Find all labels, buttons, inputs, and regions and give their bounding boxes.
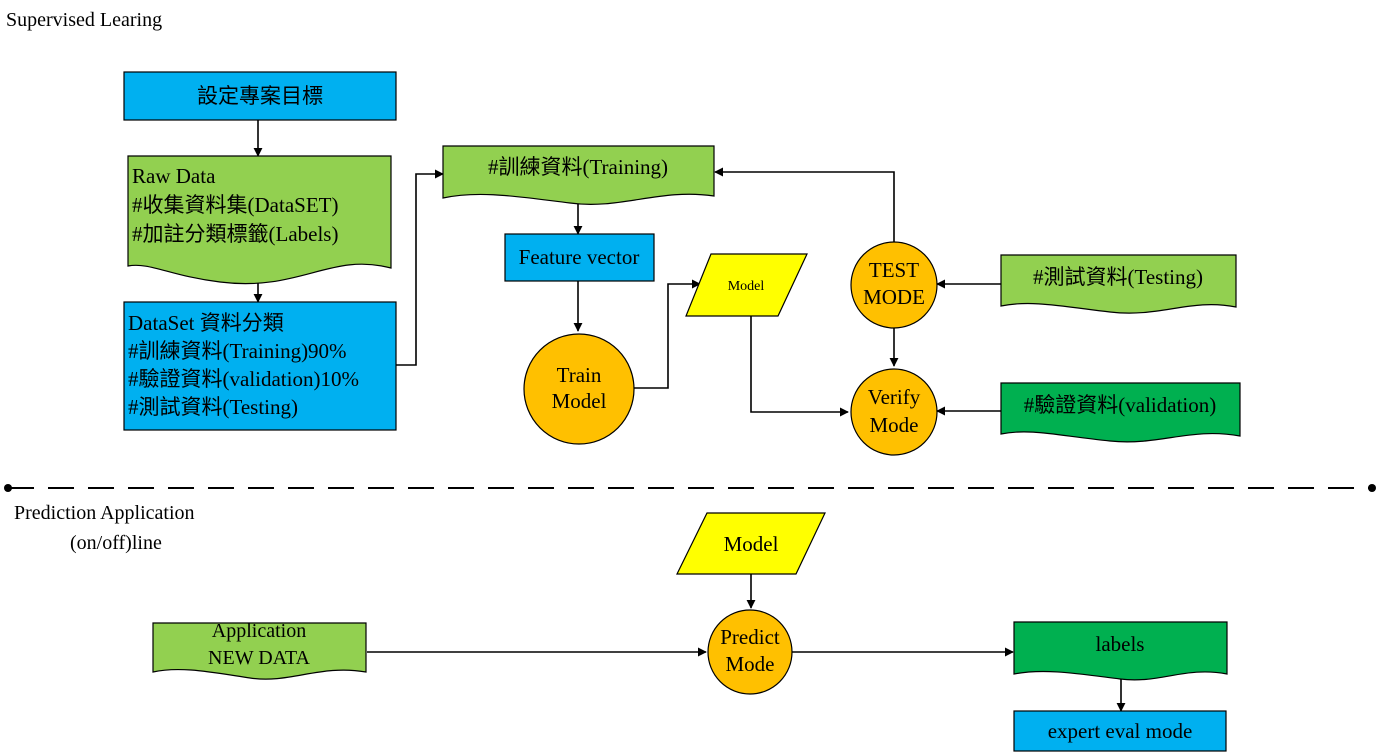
node-predict-mode: Predict Mode xyxy=(707,609,793,695)
dataset-line-3: #驗證資料(validation)10% xyxy=(128,367,359,391)
node-raw-data: Raw Data #收集資料集(DataSET) #加註分類標籤(Labels) xyxy=(127,155,392,285)
divider-left-dot xyxy=(4,484,12,492)
application-data-line-2: NEW DATA xyxy=(208,647,310,669)
verify-mode-line-2: Mode xyxy=(870,413,919,437)
validation-data-label: #驗證資料(validation) xyxy=(1024,393,1216,417)
section-label-online: (on/off)line xyxy=(70,532,162,554)
node-model-top: Model xyxy=(685,253,808,317)
raw-data-line-2: #收集資料集(DataSET) xyxy=(132,193,338,217)
labels-label: labels xyxy=(1096,632,1145,656)
model-bottom-label: Model xyxy=(724,532,779,556)
edge-model-to-verify xyxy=(750,316,849,417)
training-data-label: #訓練資料(Training) xyxy=(488,155,668,179)
node-validation-data: #驗證資料(validation) xyxy=(1000,382,1241,443)
section-label-prediction: Prediction Application xyxy=(14,502,195,524)
edge-dataset-to-training xyxy=(396,169,444,366)
dataset-line-2: #訓練資料(Training)90% xyxy=(128,339,347,363)
test-mode-line-1: TEST xyxy=(869,258,919,282)
node-testing-data: #測試資料(Testing) xyxy=(1000,254,1237,314)
expert-eval-label: expert eval mode xyxy=(1048,719,1193,743)
feature-vector-label: Feature vector xyxy=(519,245,640,269)
verify-mode-line-1: Verify xyxy=(868,385,921,409)
node-train-model: Train Model xyxy=(523,333,635,445)
train-model-line-2: Model xyxy=(552,389,607,413)
dataset-line-4: #測試資料(Testing) xyxy=(128,395,298,419)
node-model-bottom: Model xyxy=(676,512,826,575)
node-verify-mode: Verify Mode xyxy=(850,368,938,456)
edge-test-to-training xyxy=(714,167,895,243)
train-model-line-1: Train xyxy=(557,363,602,387)
model-top-label: Model xyxy=(728,279,765,294)
section-label-supervised: Supervised Learing xyxy=(6,9,162,31)
divider-right-dot xyxy=(1368,484,1376,492)
raw-data-line-3: #加註分類標籤(Labels) xyxy=(132,222,338,246)
predict-mode-line-1: Predict xyxy=(720,625,780,649)
node-project-goal: 設定專案目標 xyxy=(123,71,397,121)
node-feature-vector: Feature vector xyxy=(504,233,655,282)
node-expert-eval: expert eval mode xyxy=(1013,710,1227,752)
node-test-mode: TEST MODE xyxy=(850,241,938,329)
node-training-data: #訓練資料(Training) xyxy=(442,145,715,205)
testing-data-label: #測試資料(Testing) xyxy=(1033,265,1203,289)
edges xyxy=(253,120,1126,712)
node-labels: labels xyxy=(1013,621,1228,681)
predict-mode-line-2: Mode xyxy=(726,652,775,676)
application-data-line-1: Application xyxy=(212,620,306,642)
raw-data-line-1: Raw Data xyxy=(132,164,216,188)
node-application-data: Application NEW DATA xyxy=(152,620,367,680)
node-project-goal-label: 設定專案目標 xyxy=(197,84,323,108)
node-dataset-split: DataSet 資料分類 #訓練資料(Training)90% #驗證資料(va… xyxy=(123,301,397,431)
dataset-line-1: DataSet 資料分類 xyxy=(128,311,284,335)
edge-train-to-model xyxy=(634,279,701,389)
test-mode-line-2: MODE xyxy=(863,285,925,309)
